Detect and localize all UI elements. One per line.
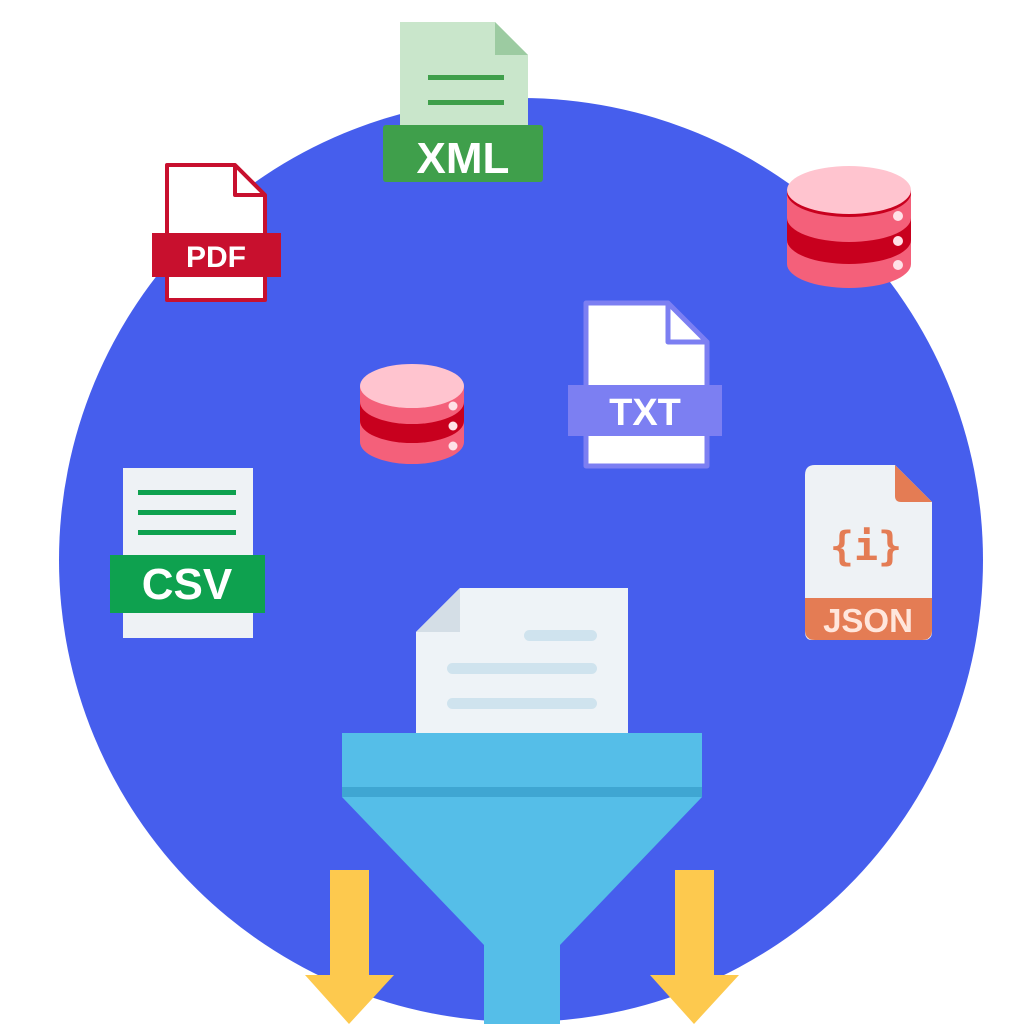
txt-file-icon: TXT [568, 300, 722, 469]
arrow-down-icon [305, 870, 394, 1024]
document-icon [416, 588, 628, 748]
csv-label: CSV [142, 560, 233, 609]
pdf-file-icon: PDF [152, 163, 281, 302]
json-glyph: {i} [830, 524, 902, 570]
xml-label: XML [417, 134, 510, 183]
json-file-icon: {i} JSON [805, 465, 932, 640]
txt-label: TXT [609, 392, 681, 434]
database-icon [360, 364, 464, 464]
funnel-icon [342, 733, 702, 1024]
xml-file-icon: XML [383, 22, 543, 183]
database-icon [787, 166, 911, 288]
arrow-down-icon [650, 870, 739, 1024]
background-circle [59, 98, 983, 1022]
json-label: JSON [823, 602, 913, 639]
pdf-label: PDF [186, 241, 246, 274]
csv-file-icon: CSV [110, 468, 265, 638]
